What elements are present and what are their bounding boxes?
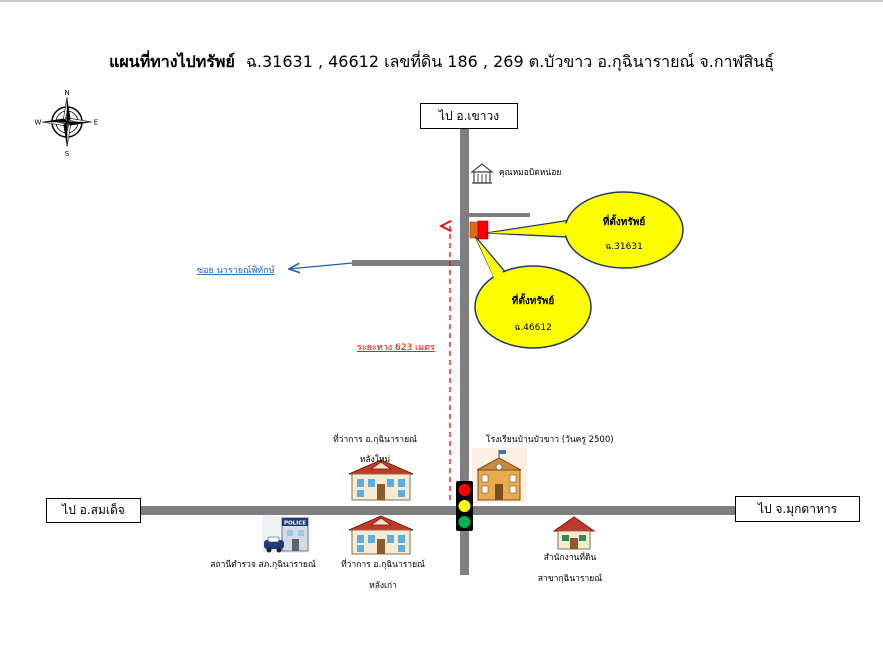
destination-north-box: ไป อ.เขาวง (420, 103, 518, 129)
district-office-old-icon (348, 515, 414, 555)
parcel-31631-marker (477, 220, 489, 240)
side-road-north (466, 213, 530, 217)
destination-west-box: ไป อ.สมเด็จ (46, 498, 141, 523)
callout-46612-deed: ฉ.46612 (514, 323, 552, 333)
land-office-label-2: สาขากุฉินารายณ์ (538, 573, 602, 584)
land-office-label-1: สำนักงานที่ดิน (544, 551, 597, 563)
soi-label: ซอย นารายณ์พิทักษ์ (197, 264, 275, 276)
main-road-vertical (460, 128, 469, 575)
side-road-soi (352, 260, 464, 266)
main-road-horizontal (140, 506, 736, 515)
destination-east-label: ไป จ.มุกดาหาร (757, 501, 838, 516)
police-station-icon: POLICE (262, 516, 310, 553)
title-details: ฉ.31631 , 46612 เลขที่ดิน 186 , 269 ต.บั… (245, 52, 774, 71)
callout-31631-deed: ฉ.31631 (605, 242, 643, 252)
destination-west-label: ไป อ.สมเด็จ (62, 503, 125, 517)
district-old-label-1: ที่ว่าการ อ.กุฉินารายณ์ (341, 558, 425, 570)
school-label: โรงเรียนบ้านบัวขาว (วันครู 2500) (486, 434, 614, 445)
compass-w: W (35, 119, 42, 127)
compass-e: E (94, 119, 98, 127)
destination-east-box: ไป จ.มุกดาหาร (735, 496, 860, 522)
callout-46612 (474, 235, 592, 349)
callout-31631-label: ที่ตั้งทรัพย์ (603, 214, 646, 228)
district-new-label-2: หลังใหม่ (360, 454, 390, 465)
title-bold: แผนที่ทางไปทรัพย์ (109, 52, 235, 71)
destination-north-label: ไป อ.เขาวง (438, 108, 500, 123)
district-new-label-1: ที่ว่าการ อ.กุฉินารายณ์ (333, 433, 417, 445)
distance-label: ระยะทาง 623 เมตร (357, 343, 435, 353)
callout-46612-label: ที่ตั้งทรัพย์ (512, 293, 555, 307)
traffic-light-icon (456, 481, 473, 531)
compass-rose-icon: N S E W (35, 89, 99, 158)
callout-31631 (485, 191, 684, 269)
school-building-icon (472, 448, 527, 503)
parcel-46612-marker (469, 221, 479, 239)
clinic-building-icon (470, 163, 494, 184)
police-sign-text: POLICE (284, 521, 306, 527)
map-title: แผนที่ทางไปทรัพย์ ฉ.31631 , 46612 เลขที่… (0, 50, 883, 75)
compass-n: N (64, 89, 69, 97)
district-office-new-icon (348, 459, 414, 501)
soi-arrow (289, 262, 353, 269)
top-border (0, 0, 883, 2)
district-old-label-2: หลังเก่า (369, 581, 397, 591)
compass-s: S (65, 150, 70, 158)
land-office-house-icon (552, 516, 596, 550)
police-label: สถานีตำรวจ สภ.กุฉินารายณ์ (210, 559, 316, 570)
clinic-label: คุณหมอบิดหน่อย (499, 168, 561, 178)
